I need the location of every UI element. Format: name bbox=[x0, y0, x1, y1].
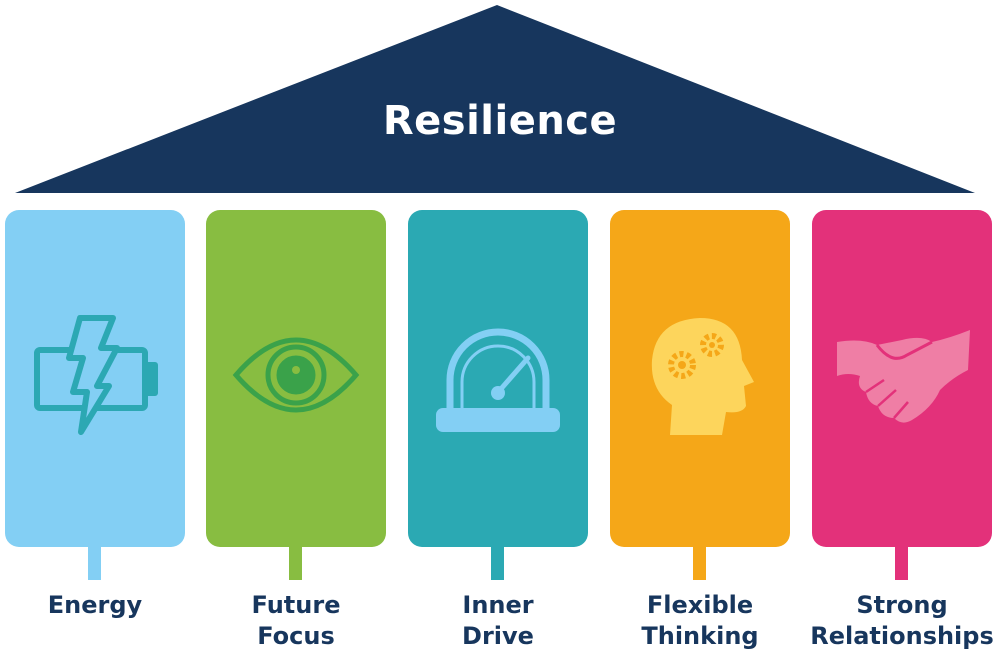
pillar-inner-drive bbox=[408, 210, 588, 547]
label-line: Energy bbox=[47, 591, 143, 619]
head-gears-icon bbox=[651, 318, 754, 435]
handshake-icon bbox=[837, 330, 970, 423]
pillar-stem bbox=[693, 546, 706, 580]
label-line: Flexible bbox=[646, 591, 754, 619]
eye-icon bbox=[232, 337, 360, 413]
pillar-label-future-focus: Future Focus bbox=[186, 590, 406, 652]
battery-lightning-icon bbox=[34, 315, 158, 435]
pillar-stem bbox=[895, 546, 908, 580]
label-line: Relationships bbox=[810, 622, 994, 650]
pillar-energy bbox=[5, 210, 185, 547]
roof bbox=[15, 5, 975, 193]
label-line: Thinking bbox=[641, 622, 759, 650]
pillar-stem bbox=[289, 546, 302, 580]
pillar-stem bbox=[88, 546, 101, 580]
label-line: Strong bbox=[856, 591, 948, 619]
pillar-label-flexible-thinking: Flexible Thinking bbox=[590, 590, 810, 652]
label-line: Future bbox=[251, 591, 341, 619]
pillar-strong-relationships bbox=[812, 210, 992, 547]
pillar-stem bbox=[491, 546, 504, 580]
speedometer-icon bbox=[436, 328, 560, 432]
pillar-label-energy: Energy bbox=[0, 590, 205, 621]
diagram-title: Resilience bbox=[382, 98, 618, 144]
pillar-label-strong-relationships: Strong Relationships bbox=[792, 590, 1000, 652]
pillar-flexible-thinking bbox=[610, 210, 790, 547]
pillar-future-focus bbox=[206, 210, 386, 547]
label-line: Focus bbox=[257, 622, 335, 650]
pillar-label-inner-drive: Inner Drive bbox=[388, 590, 608, 652]
label-line: Inner bbox=[462, 591, 534, 619]
label-line: Drive bbox=[462, 622, 534, 650]
